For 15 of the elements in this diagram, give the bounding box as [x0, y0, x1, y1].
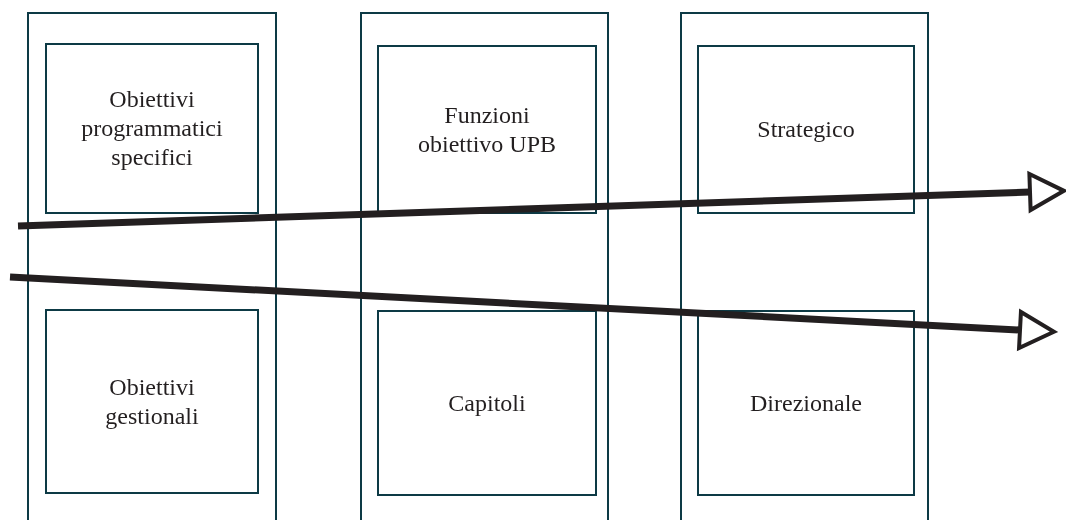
- box-label: Direzionale: [750, 388, 862, 418]
- box-label: Obiettivi gestionali: [104, 372, 200, 431]
- text-box: [45, 43, 259, 214]
- text-box: [697, 45, 915, 214]
- box-label: Strategico: [757, 115, 855, 144]
- column-frame: [360, 12, 609, 520]
- text-box: [697, 310, 915, 496]
- column-frame: [680, 12, 929, 520]
- box-label: Capitoli: [448, 388, 526, 418]
- text-box: [377, 45, 597, 214]
- box-label: Funzioni obiettivo UPB: [417, 100, 557, 159]
- text-box: [45, 309, 259, 494]
- column-frame: [27, 12, 277, 520]
- text-box: [377, 310, 597, 496]
- box-label: Obiettivi programmatici specifici: [80, 85, 224, 172]
